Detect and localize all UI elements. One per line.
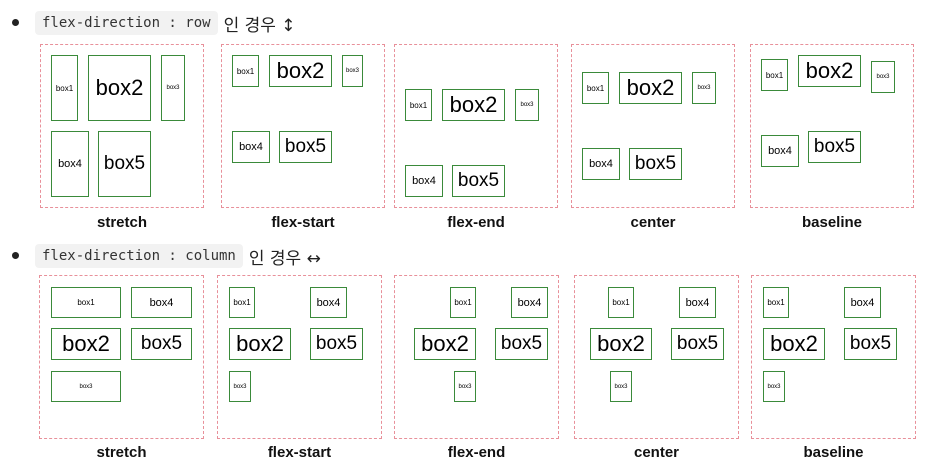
box-4: box4 <box>232 131 270 163</box>
box-2: box2 <box>229 328 291 360</box>
caption-column-flex-start: flex-start <box>267 444 332 461</box>
heading-column: flex-direction : column 인 경우 ↔ <box>35 243 321 269</box>
box-3: box3 <box>342 55 363 87</box>
box-1: box1 <box>232 55 259 87</box>
box-1: box1 <box>608 287 634 318</box>
box-5: box5 <box>808 131 861 163</box>
box-4: box4 <box>761 135 799 167</box>
box-5: box5 <box>279 131 332 163</box>
box-4: box4 <box>582 148 620 180</box>
box-3: box3 <box>692 72 716 104</box>
box-1: box1 <box>51 55 78 121</box>
bullet-row <box>12 19 19 26</box>
caption-column-flex-end: flex-end <box>447 444 506 461</box>
box-2: box2 <box>798 55 861 87</box>
box-4: box4 <box>310 287 347 318</box>
box-2: box2 <box>442 89 505 121</box>
caption-column-stretch: stretch <box>96 444 147 461</box>
box-1: box1 <box>229 287 255 318</box>
box-1: box1 <box>450 287 476 318</box>
box-4: box4 <box>679 287 716 318</box>
box-2: box2 <box>51 328 121 360</box>
diagram-row-stretch: box1 box2 box3 box4 box5 <box>40 44 204 208</box>
box-4: box4 <box>844 287 881 318</box>
box-5: box5 <box>131 328 192 360</box>
box-1: box1 <box>405 89 432 121</box>
code-flex-direction-row: flex-direction : row <box>35 11 218 35</box>
box-3: box3 <box>454 371 476 402</box>
diagram-row-flex-start: box1 box2 box3 box4 box5 <box>221 44 385 208</box>
diagram-row-flex-end: box1 box2 box3 box4 box5 <box>394 44 558 208</box>
caption-row-center: center <box>630 214 676 231</box>
box-1: box1 <box>761 59 788 91</box>
box-2: box2 <box>88 55 151 121</box>
caption-row-flex-start: flex-start <box>271 214 335 231</box>
box-5: box5 <box>629 148 682 180</box>
heading-row-suffix: 인 경우 ↕ <box>223 15 296 36</box>
diagram-row-center: box1 box2 box3 box4 box5 <box>571 44 735 208</box>
box-1: box1 <box>51 287 121 318</box>
box-2: box2 <box>619 72 682 104</box>
caption-row-stretch: stretch <box>96 214 148 231</box>
diagram-column-flex-end: box1 box4 box2 box5 box3 <box>394 275 559 439</box>
box-3: box3 <box>515 89 539 121</box>
box-3: box3 <box>871 61 895 93</box>
box-4: box4 <box>511 287 548 318</box>
box-2: box2 <box>414 328 476 360</box>
caption-row-flex-end: flex-end <box>447 214 505 231</box>
caption-column-baseline: baseline <box>803 444 864 461</box>
box-4: box4 <box>51 131 89 197</box>
heading-row: flex-direction : row 인 경우 ↕ <box>35 10 296 36</box>
box-5: box5 <box>310 328 363 360</box>
box-5: box5 <box>844 328 897 360</box>
box-5: box5 <box>495 328 548 360</box>
box-3: box3 <box>763 371 785 402</box>
box-1: box1 <box>763 287 789 318</box>
code-flex-direction-column: flex-direction : column <box>35 244 243 268</box>
box-5: box5 <box>98 131 151 197</box>
box-2: box2 <box>590 328 652 360</box>
box-4: box4 <box>131 287 192 318</box>
heading-column-suffix: 인 경우 ↔ <box>248 248 321 269</box>
bullet-column <box>12 252 19 259</box>
box-5: box5 <box>452 165 505 197</box>
diagram-column-baseline: box1 box4 box2 box5 box3 <box>751 275 916 439</box>
box-5: box5 <box>671 328 724 360</box>
box-4: box4 <box>405 165 443 197</box>
caption-column-center: center <box>633 444 680 461</box>
box-3: box3 <box>229 371 251 402</box>
diagram-column-flex-start: box1 box4 box2 box5 box3 <box>217 275 382 439</box>
box-3: box3 <box>161 55 185 121</box>
box-2: box2 <box>763 328 825 360</box>
diagram-row-baseline: box1 box2 box3 box4 box5 <box>750 44 914 208</box>
diagram-column-center: box1 box4 box2 box5 box3 <box>574 275 739 439</box>
box-3: box3 <box>51 371 121 402</box>
box-3: box3 <box>610 371 632 402</box>
diagram-column-stretch: box1 box4 box2 box5 box3 <box>39 275 204 439</box>
caption-row-baseline: baseline <box>801 214 863 231</box>
box-2: box2 <box>269 55 332 87</box>
box-1: box1 <box>582 72 609 104</box>
